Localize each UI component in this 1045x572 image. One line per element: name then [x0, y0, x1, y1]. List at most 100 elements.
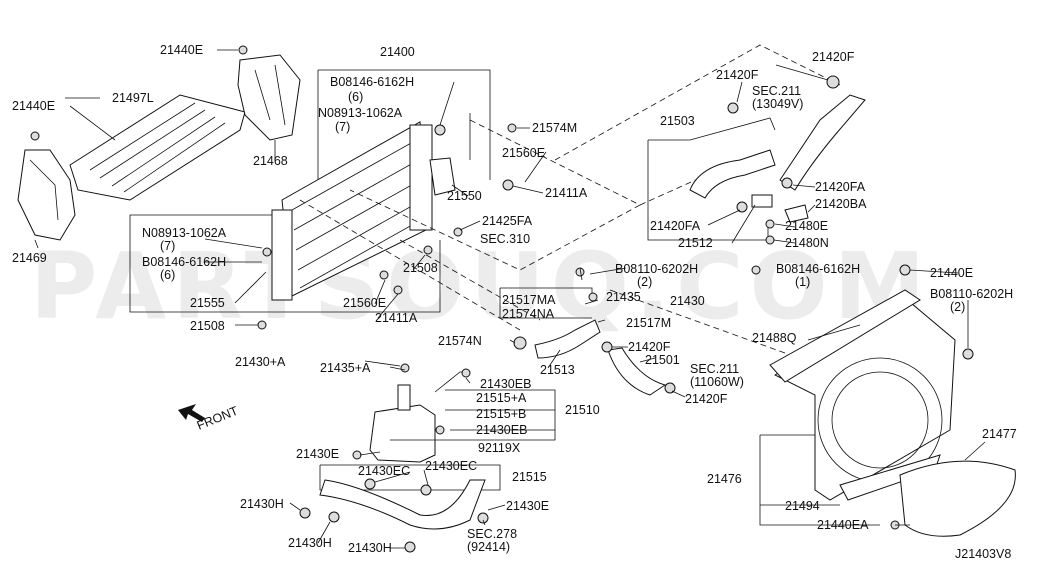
seal-21469 — [17, 149, 76, 241]
cap-21430a — [400, 363, 410, 373]
label-08146-top: B08146-6162H — [330, 75, 414, 89]
air-guide-21497l — [69, 94, 246, 201]
label-08146-mid: B08146-6162H — [776, 262, 860, 276]
clip-21430h-a — [299, 507, 311, 519]
plug-21480n — [765, 235, 775, 245]
clip-21430eb-a — [461, 368, 471, 378]
clamp-21420f-a — [826, 75, 840, 89]
clamp-21420f-b — [727, 102, 739, 114]
label-sec211-a-ref: (13049V) — [752, 97, 803, 111]
label-front: FRONT — [195, 404, 240, 433]
label-21435: 21435 — [606, 290, 641, 304]
bracket-21420ba — [784, 204, 809, 223]
label-21430h-a: 21430H — [240, 497, 284, 511]
label-21513: 21513 — [540, 363, 575, 377]
clamp-21420fa-b — [736, 201, 748, 213]
hose-21501 — [607, 347, 667, 396]
label-21430ec-a: 21430EC — [358, 464, 410, 478]
watermark: PARTSOUQ.COM — [30, 233, 931, 340]
clip-21430ec-a — [364, 478, 376, 490]
radiator-21400 — [271, 121, 433, 301]
label-sec278: SEC.278 — [467, 527, 517, 541]
clip-21430e-b — [477, 512, 489, 524]
drain-21425fa — [453, 227, 463, 237]
clip-21430h-c — [404, 541, 416, 553]
label-21430eb-a: 21430EB — [480, 377, 531, 391]
hose-21503-a — [689, 149, 776, 199]
reservoir-cap — [397, 384, 411, 411]
callout-box-21503 — [647, 117, 776, 241]
label-21430h-c: 21430H — [348, 541, 392, 555]
label-08913-left-qty: (7) — [160, 239, 175, 253]
label-21477: 21477 — [982, 427, 1017, 441]
label-21468: 21468 — [253, 154, 288, 168]
label-08146-top-qty: (6) — [348, 90, 363, 104]
label-21574m: 21574M — [532, 121, 577, 135]
clamp-21574n — [513, 336, 527, 350]
label-21435a: 21435+A — [320, 361, 371, 375]
bracket-21560e-b — [379, 270, 389, 280]
label-08110-mid: B08110-6202H — [615, 262, 698, 276]
clamp-21420fa-a — [781, 177, 793, 189]
label-21560e-a: 21560E — [502, 146, 545, 160]
bushing-21508-a — [257, 320, 267, 330]
label-21411a-b: 21411A — [375, 311, 418, 325]
label-21430e-a: 21430E — [296, 447, 339, 461]
plug-21480e — [765, 219, 775, 229]
label-21420f-b: 21420F — [716, 68, 759, 82]
label-21420f-a: 21420F — [812, 50, 855, 64]
seal-21435 — [588, 292, 598, 302]
diagram-code: J21403V8 — [955, 547, 1011, 561]
label-21430a: 21430+A — [235, 355, 286, 369]
bracket-21550 — [429, 157, 456, 196]
label-sec211-b: SEC.211 — [690, 362, 739, 376]
label-21488q: 21488Q — [752, 331, 797, 345]
label-21440e-c: 21440E — [930, 266, 973, 280]
label-21440ea: 21440EA — [817, 518, 869, 532]
label-21400: 21400 — [380, 45, 415, 59]
label-92119x: 92119X — [478, 441, 521, 455]
clip-21440e-top — [238, 45, 248, 55]
label-08110-mid-qty: (2) — [637, 275, 652, 289]
clip-21440e-left — [30, 131, 40, 141]
label-21515b: 21515+B — [476, 407, 526, 421]
label-21574n: 21574N — [438, 334, 482, 348]
label-21411a-a: 21411A — [545, 186, 588, 200]
hose-21503-b — [779, 94, 866, 191]
label-21508-a: 21508 — [190, 319, 225, 333]
label-sec310: SEC.310 — [480, 232, 530, 246]
clip-21430e-a — [352, 450, 362, 460]
label-08146-left-qty: (6) — [160, 268, 175, 282]
hose-21515 — [319, 479, 486, 530]
label-21508-b: 21508 — [403, 261, 438, 275]
label-08913-top-qty: (7) — [335, 120, 350, 134]
label-08146-mid-qty: (1) — [795, 275, 810, 289]
cap-21574m — [507, 123, 517, 133]
label-21574na: 21574NA — [502, 307, 555, 321]
label-21480n: 21480N — [785, 236, 829, 250]
label-21560e-b: 21560E — [343, 296, 386, 310]
label-21550: 21550 — [447, 189, 482, 203]
front-arrow — [178, 404, 205, 422]
label-08110-right: B08110-6202H — [930, 287, 1013, 301]
label-21420fa-a: 21420FA — [815, 180, 866, 194]
label-sec278-ref: (92414) — [467, 540, 510, 554]
clip-21430eb-b — [435, 425, 445, 435]
label-08110-right-qty: (2) — [950, 300, 965, 314]
label-21420f-c: 21420F — [628, 340, 671, 354]
clamp-21420f-d — [664, 382, 676, 394]
label-21503: 21503 — [660, 114, 695, 128]
bolt-21411a-b — [393, 285, 403, 295]
label-08913-top: N08913-1062A — [318, 106, 403, 120]
label-21430e-b: 21430E — [506, 499, 549, 513]
label-sec211-b-ref: (11060W) — [690, 375, 744, 389]
label-21517ma: 21517MA — [502, 293, 556, 307]
label-21440e-top: 21440E — [160, 43, 203, 57]
label-21501: 21501 — [645, 353, 680, 367]
label-21425fa: 21425FA — [482, 214, 533, 228]
nut-08913-top — [434, 124, 446, 136]
label-21517m: 21517M — [626, 316, 671, 330]
label-21469: 21469 — [12, 251, 47, 265]
reservoir-tank — [369, 404, 436, 463]
bolt-08146-left — [262, 247, 272, 257]
